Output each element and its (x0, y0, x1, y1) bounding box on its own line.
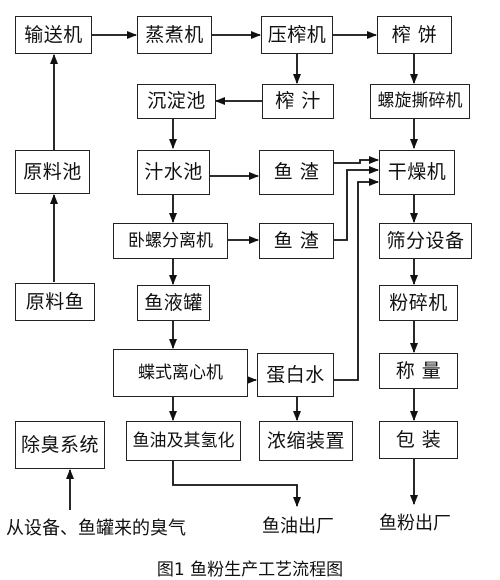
node-stickwater-tank: 汁水池 (137, 150, 210, 195)
arrow-protein-to-dryer (334, 178, 379, 381)
arrow-fish-oil-to-output (172, 460, 301, 507)
arrow-residue1-to-dryer (334, 156, 379, 164)
node-fish-residue-2: 鱼 渣 (259, 223, 334, 259)
node-dryer: 干燥机 (379, 150, 455, 195)
node-weighing: 称 量 (379, 353, 458, 389)
node-packaging: 包 装 (379, 421, 458, 459)
arrow-residue2-to-dryer (334, 166, 379, 241)
label-odor-source: 从设备、鱼罐来的臭气 (6, 518, 186, 539)
node-steamer: 蒸煮机 (137, 16, 212, 54)
node-press-cake: 榨 饼 (377, 16, 452, 54)
node-fish-liquid-tank: 鱼液罐 (137, 285, 210, 321)
node-concentrator: 浓缩装置 (259, 421, 353, 461)
node-decanter-centrifuge: 卧螺分离机 (113, 223, 228, 259)
node-press-liquor: 榨 汁 (262, 84, 334, 119)
figure-caption: 图1 鱼粉生产工艺流程图 (156, 560, 344, 580)
node-fish-residue-1: 鱼 渣 (259, 150, 334, 195)
label-fish-oil-output: 鱼油出厂 (262, 516, 334, 537)
node-screening-equipment: 筛分设备 (379, 223, 472, 259)
node-fish-oil-refining: 鱼油及其氢化 (126, 421, 241, 461)
node-raw-material-tank: 原料池 (15, 150, 90, 194)
label-fishmeal-output: 鱼粉出厂 (379, 513, 451, 534)
node-screw-shredder: 螺旋撕碎机 (370, 84, 470, 119)
node-protein-water: 蛋白水 (257, 353, 334, 397)
node-conveyor: 输送机 (15, 16, 92, 54)
node-disc-centrifuge: 蝶式离心机 (113, 349, 248, 397)
node-settling-tank: 沉淀池 (137, 84, 216, 119)
node-press: 压榨机 (261, 16, 333, 54)
node-grinder: 粉碎机 (379, 285, 458, 321)
node-deodorization-system: 除臭系统 (15, 421, 105, 469)
node-raw-fish: 原料鱼 (15, 283, 95, 321)
